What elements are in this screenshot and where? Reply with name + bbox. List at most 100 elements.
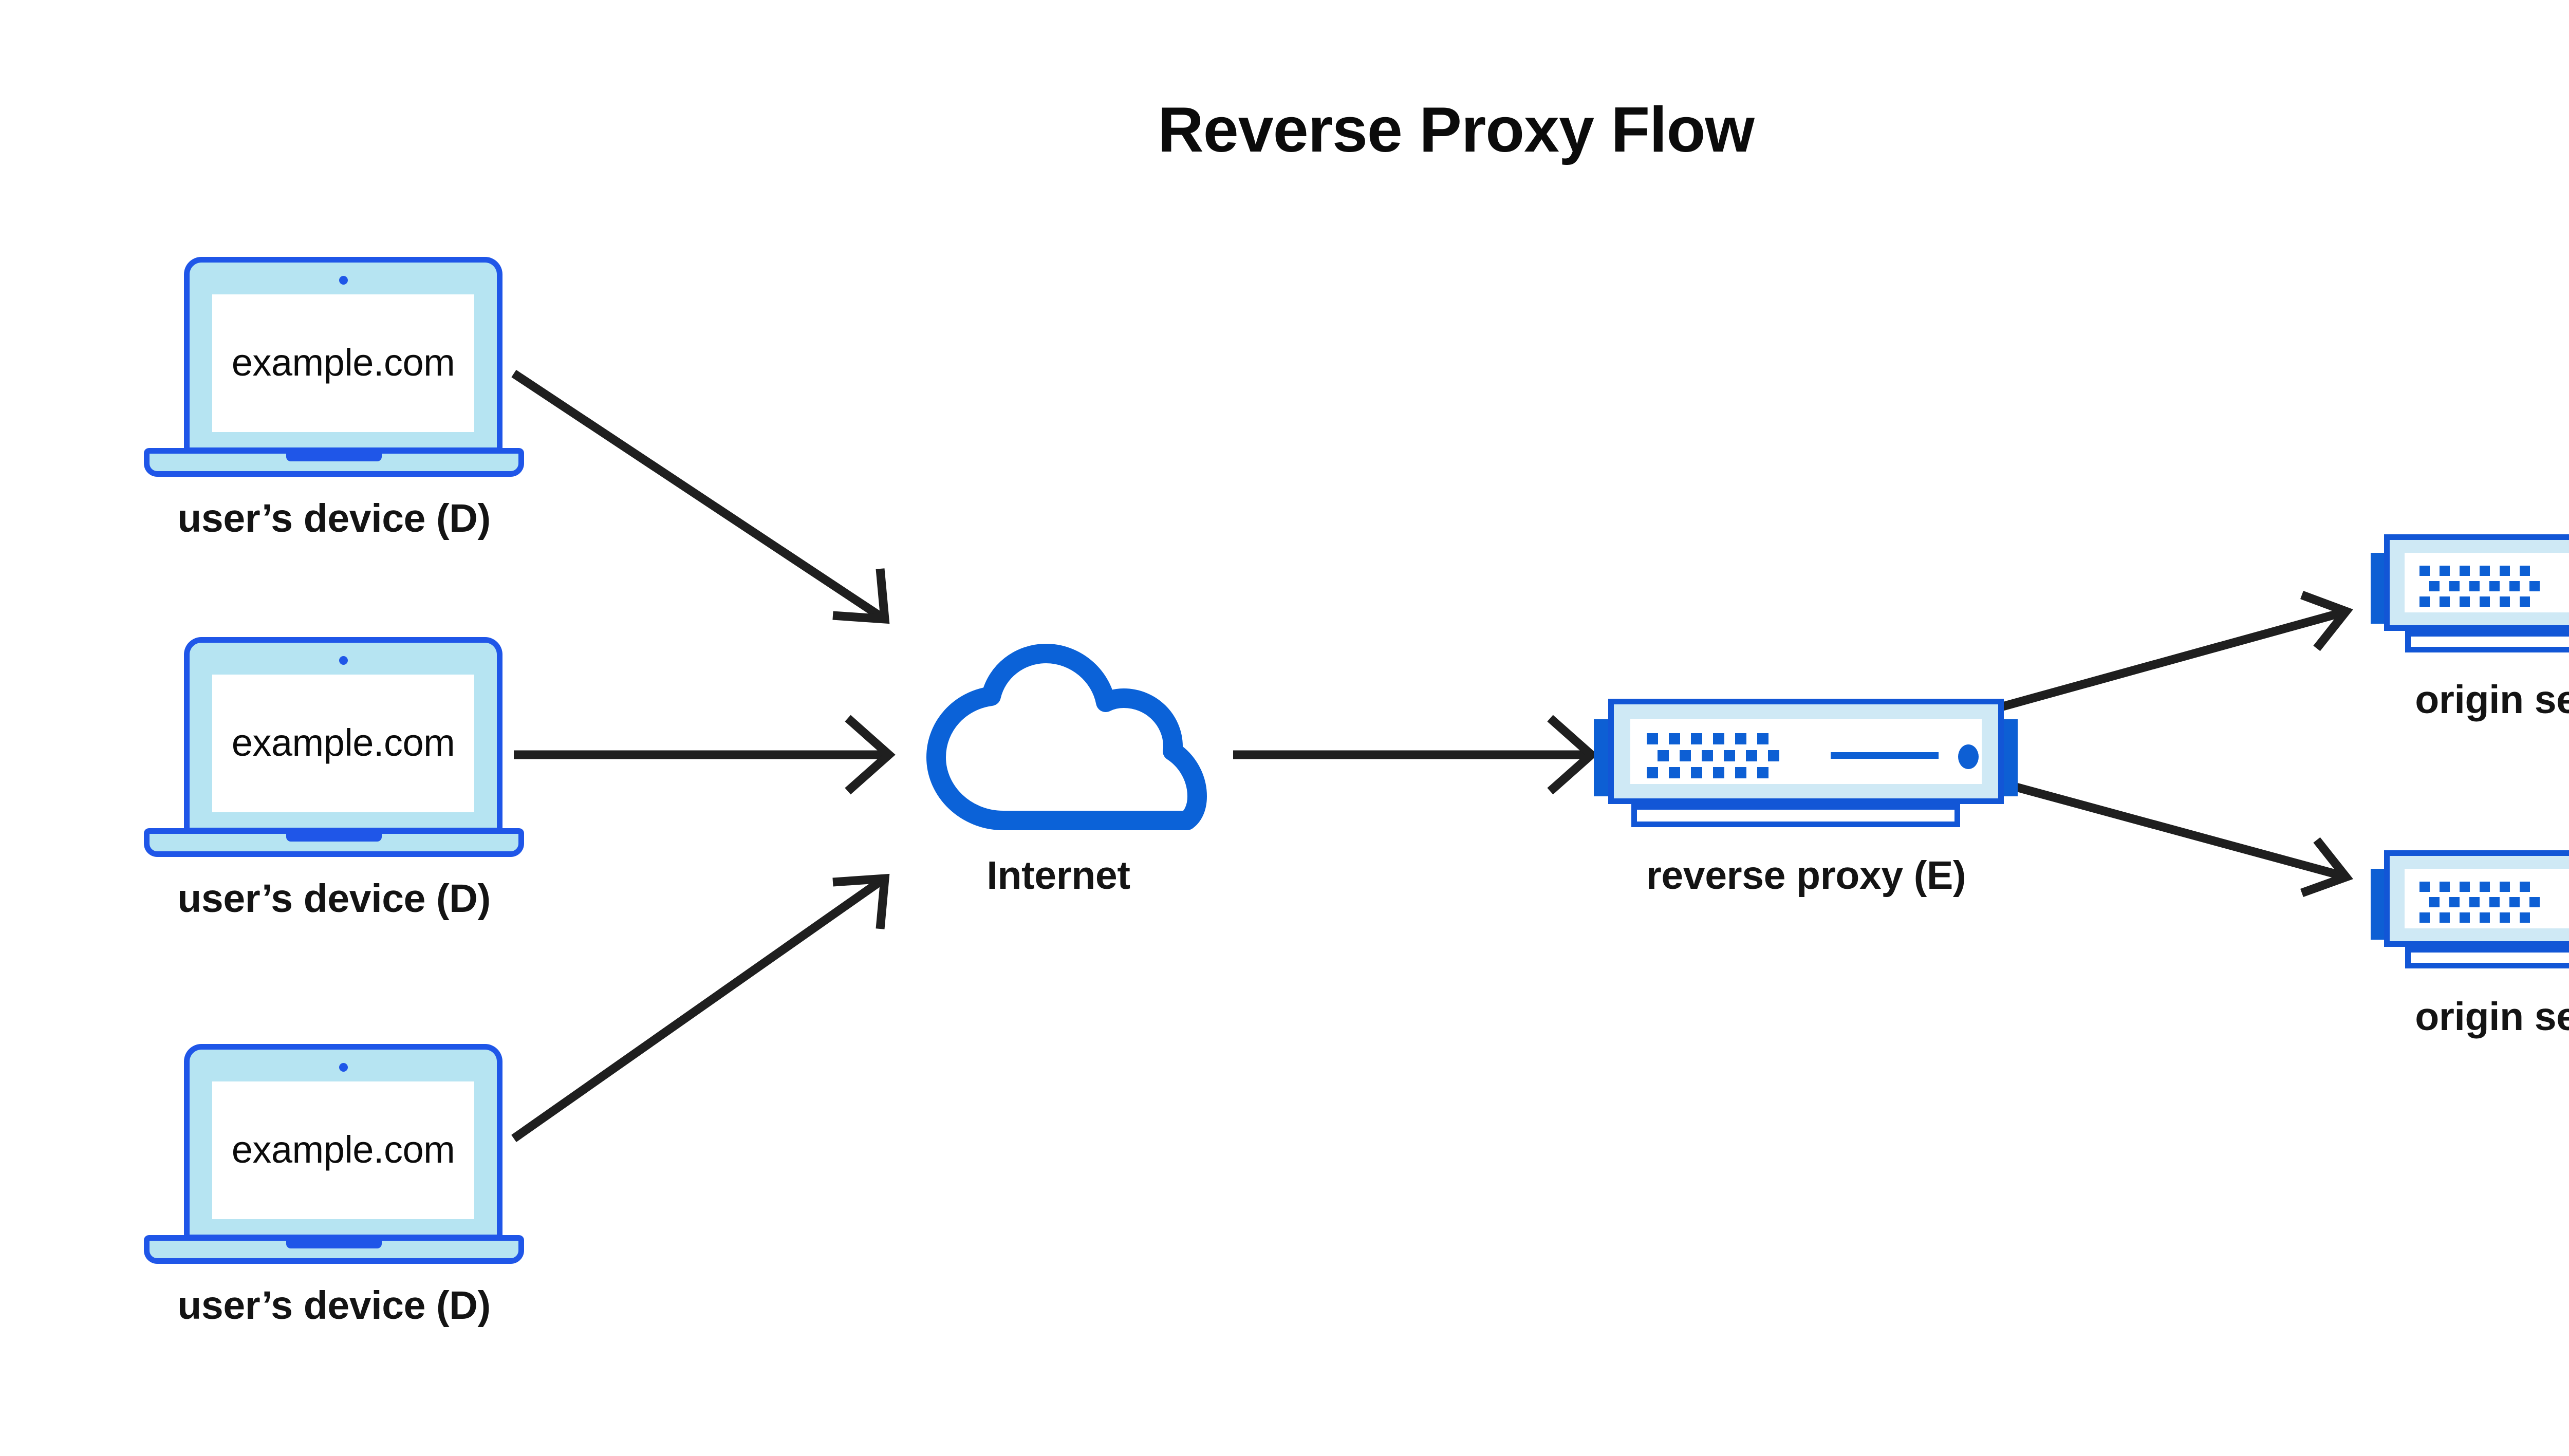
server-stand bbox=[1631, 804, 1960, 827]
edge-proxy-origin1 bbox=[1992, 608, 2344, 714]
port-dot bbox=[2500, 566, 2510, 576]
port-dot bbox=[2469, 897, 2480, 907]
port-dot bbox=[1702, 750, 1713, 761]
port-dot bbox=[2489, 581, 2500, 591]
screen-url-text: example.com bbox=[231, 721, 455, 764]
status-line bbox=[1831, 752, 1939, 759]
laptop-icon-client-3: example.com bbox=[144, 1044, 524, 1270]
edge-proxy-origin1-head bbox=[2300, 591, 2353, 651]
port-dot bbox=[2440, 912, 2450, 923]
laptop-lid: example.com bbox=[184, 1044, 502, 1240]
edge-proxy-origin2 bbox=[1992, 776, 2344, 881]
port-dot bbox=[2529, 897, 2540, 907]
page-title: Reverse Proxy Flow bbox=[1158, 95, 1755, 165]
server-body bbox=[1608, 699, 2004, 804]
port-dot bbox=[1691, 733, 1702, 744]
server-front-panel bbox=[2405, 869, 2569, 928]
port-dot bbox=[1746, 750, 1757, 761]
port-dot bbox=[2460, 596, 2470, 607]
server-body bbox=[2384, 534, 2569, 631]
caption-client-1: user’s device (D) bbox=[177, 496, 491, 540]
server-front-panel bbox=[1630, 719, 1982, 784]
edge-client3-internet-head bbox=[832, 873, 890, 929]
edge-client1-internet bbox=[511, 369, 883, 621]
edge-client1-internet-head bbox=[832, 568, 890, 624]
trackpad-notch bbox=[286, 454, 382, 461]
port-dot bbox=[2509, 897, 2520, 907]
caption-internet: Internet bbox=[986, 853, 1130, 898]
laptop-base bbox=[144, 1235, 524, 1264]
port-dot bbox=[2449, 581, 2460, 591]
port-dot bbox=[2419, 596, 2430, 607]
port-dot bbox=[1669, 733, 1680, 744]
port-dot bbox=[2460, 882, 2470, 892]
port-dot bbox=[1735, 767, 1746, 778]
laptop-lid: example.com bbox=[184, 257, 502, 453]
caption-client-3: user’s device (D) bbox=[177, 1283, 491, 1328]
cloud-icon-internet bbox=[909, 640, 1207, 835]
port-dot bbox=[2500, 912, 2510, 923]
server-icon-reverse-proxy bbox=[1594, 699, 2018, 827]
edge-proxy-origin2-head bbox=[2300, 837, 2353, 897]
port-dot bbox=[2500, 596, 2510, 607]
laptop-base bbox=[144, 828, 524, 857]
port-dot bbox=[2520, 882, 2530, 892]
caption-origin-2: origin server (F) bbox=[2415, 995, 2569, 1039]
port-dot bbox=[2509, 581, 2520, 591]
port-dot bbox=[2480, 912, 2490, 923]
port-dot bbox=[2449, 897, 2460, 907]
laptop-icon-client-2: example.com bbox=[144, 637, 524, 863]
port-dot bbox=[1669, 767, 1680, 778]
server-icon-origin-1 bbox=[2371, 534, 2569, 652]
port-dot bbox=[1757, 767, 1768, 778]
port-dot bbox=[1680, 750, 1691, 761]
camera-dot-icon bbox=[339, 656, 348, 665]
port-dot bbox=[2440, 882, 2450, 892]
port-dot bbox=[2520, 596, 2530, 607]
port-dot bbox=[2440, 596, 2450, 607]
port-dot bbox=[2480, 566, 2490, 576]
port-dot bbox=[1713, 767, 1724, 778]
port-dot bbox=[2520, 912, 2530, 923]
port-dot bbox=[2460, 566, 2470, 576]
screen-url-text: example.com bbox=[231, 1128, 455, 1171]
caption-client-2: user’s device (D) bbox=[177, 876, 491, 921]
port-dot bbox=[1724, 750, 1735, 761]
edge-client3-internet bbox=[511, 878, 883, 1142]
port-dot bbox=[2419, 912, 2430, 923]
port-dot bbox=[2500, 882, 2510, 892]
caption-reverse-proxy: reverse proxy (E) bbox=[1646, 853, 1966, 898]
camera-dot-icon bbox=[339, 276, 348, 285]
laptop-icon-client-1: example.com bbox=[144, 257, 524, 483]
port-dot bbox=[2440, 566, 2450, 576]
port-dot bbox=[1658, 750, 1669, 761]
port-dot bbox=[2480, 596, 2490, 607]
port-dot bbox=[2529, 581, 2540, 591]
server-body bbox=[2384, 850, 2569, 947]
server-stand bbox=[2405, 631, 2569, 652]
port-dot bbox=[2469, 581, 2480, 591]
status-led-icon bbox=[1958, 744, 1979, 769]
laptop-lid: example.com bbox=[184, 637, 502, 833]
laptop-screen: example.com bbox=[212, 1081, 474, 1219]
server-stand bbox=[2405, 947, 2569, 968]
port-dot bbox=[1647, 767, 1658, 778]
port-dot bbox=[2419, 566, 2430, 576]
port-dot bbox=[1647, 733, 1658, 744]
port-dot bbox=[1691, 767, 1702, 778]
port-dot bbox=[2480, 882, 2490, 892]
caption-origin-1: origin server (F) bbox=[2415, 678, 2569, 722]
port-dot bbox=[2460, 912, 2470, 923]
port-dot bbox=[1713, 733, 1724, 744]
screen-url-text: example.com bbox=[231, 341, 455, 384]
port-dot bbox=[2520, 566, 2530, 576]
laptop-screen: example.com bbox=[212, 675, 474, 812]
port-dot bbox=[2489, 897, 2500, 907]
trackpad-notch bbox=[286, 1241, 382, 1248]
server-icon-origin-2 bbox=[2371, 850, 2569, 968]
trackpad-notch bbox=[286, 834, 382, 842]
port-dot bbox=[2429, 581, 2440, 591]
server-front-panel bbox=[2405, 553, 2569, 612]
laptop-screen: example.com bbox=[212, 294, 474, 432]
